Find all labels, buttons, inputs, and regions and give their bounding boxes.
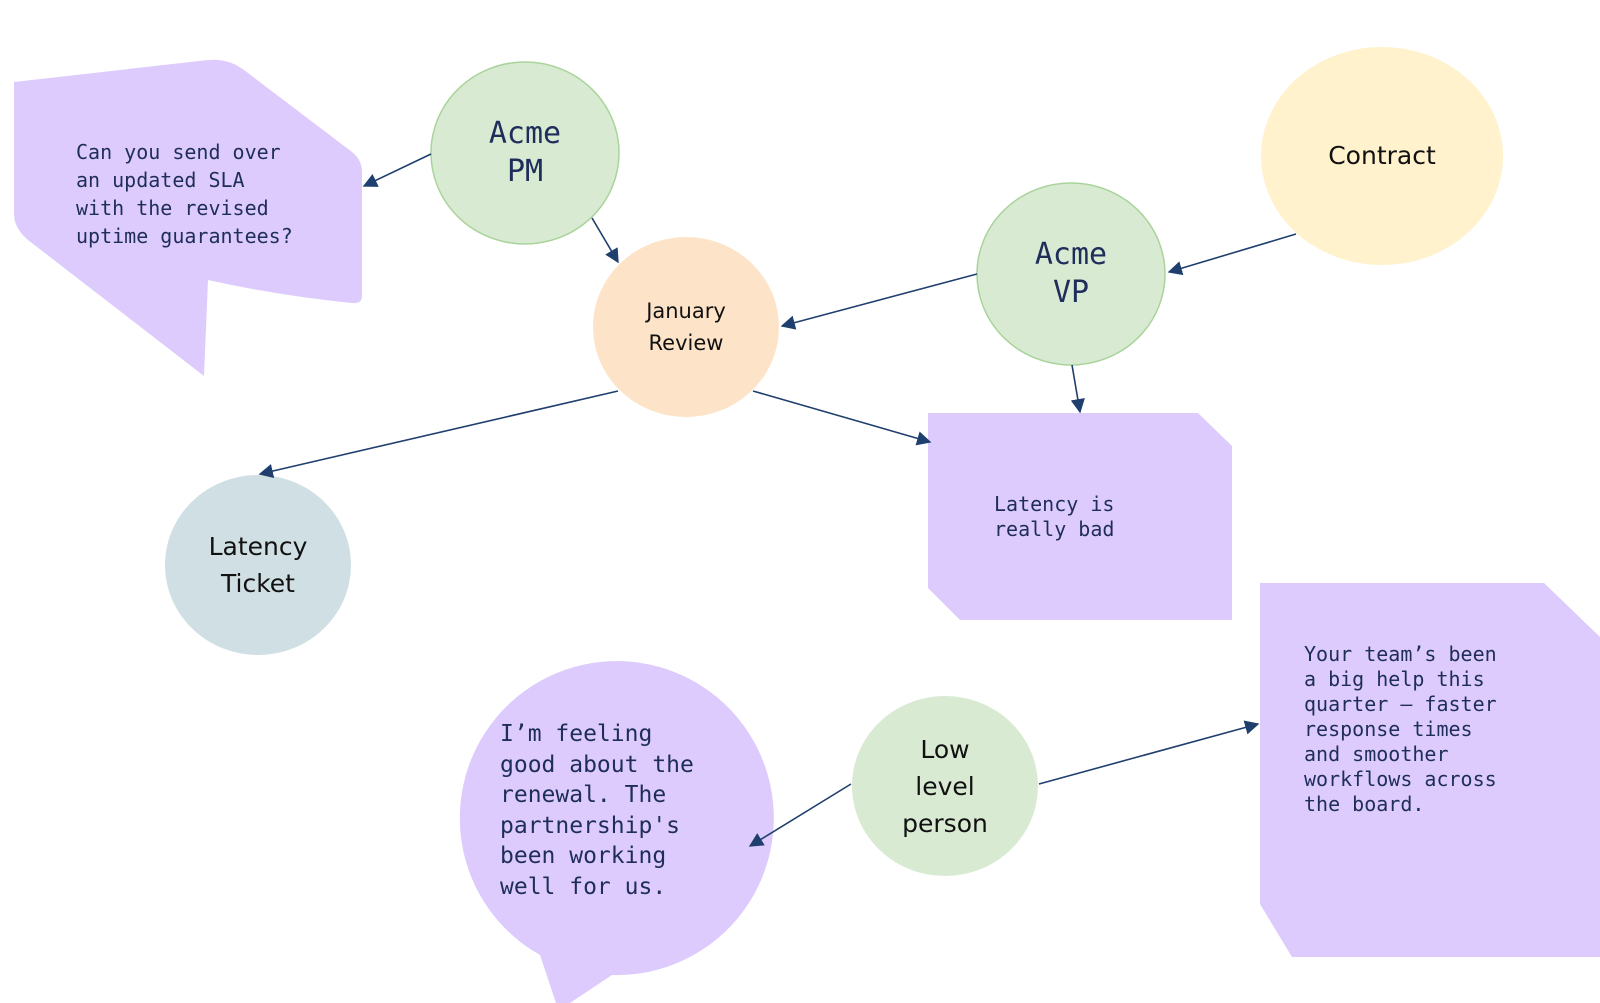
edge-acme-vp-to-january-review[interactable] [780,273,978,330]
edges [258,153,1297,847]
contract-node[interactable] [1261,47,1503,265]
team-note-card[interactable] [1260,583,1600,957]
edge-low-level-person-to-renewal-note[interactable] [748,783,852,847]
january-review-node[interactable] [593,237,779,417]
acme-vp-node[interactable] [976,182,1166,366]
low-level-person-node[interactable] [852,696,1038,876]
edge-january-review-to-latency-ticket[interactable] [258,390,619,479]
edge-contract-to-acme-vp[interactable] [1167,233,1297,276]
latency-ticket-node[interactable] [165,475,351,655]
edge-january-review-to-latency-note[interactable] [752,390,932,446]
edge-acme-vp-to-latency-note[interactable] [1070,364,1085,414]
edge-acme-pm-to-sla-request[interactable] [362,153,432,187]
edge-low-level-person-to-team-note[interactable] [1038,720,1260,785]
latency-note-card[interactable] [928,413,1232,620]
acme-pm-node[interactable] [430,61,620,245]
renewal-note-bubble[interactable] [459,661,774,1003]
sla-request-bubble[interactable] [14,59,362,376]
edge-acme-pm-to-january-review[interactable] [591,217,619,264]
